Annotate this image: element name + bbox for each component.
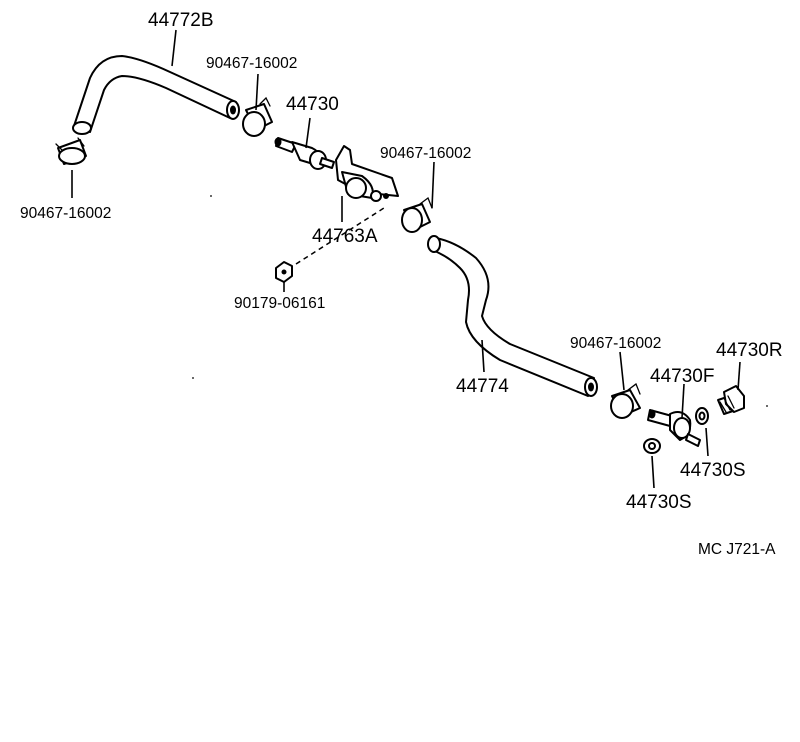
union-fitting-44730f <box>647 409 701 447</box>
label-44763a: 44763A <box>312 226 378 247</box>
label-clamp-left: 90467-16002 <box>20 205 111 222</box>
gasket-right <box>695 407 709 425</box>
label-clamp-lower: 90467-16002 <box>570 335 661 352</box>
clamp-upper <box>242 96 273 137</box>
hose-44772b <box>72 55 240 135</box>
clamp-left <box>55 137 87 165</box>
label-44772b: 44772B <box>148 10 214 31</box>
nut-90179 <box>275 261 293 283</box>
label-90179: 90179-06161 <box>234 295 325 312</box>
valve-44730 <box>274 137 335 170</box>
label-44730f: 44730F <box>650 366 714 387</box>
leader-lines <box>71 29 741 489</box>
label-44730: 44730 <box>286 94 339 115</box>
label-clamp-middle: 90467-16002 <box>380 145 471 162</box>
scan-specks <box>192 195 768 407</box>
union-bolt-44730r <box>717 385 745 415</box>
label-44730s-lower: 44730S <box>626 492 692 513</box>
clamp-middle <box>401 196 433 233</box>
bracket-valve-44763a <box>335 145 399 202</box>
hose-44774 <box>427 235 598 397</box>
label-44774: 44774 <box>456 376 509 397</box>
label-44730r: 44730R <box>716 340 783 361</box>
drawing-code: MC J721-A <box>698 541 776 558</box>
gasket-lower <box>643 438 661 454</box>
label-44730s-right: 44730S <box>680 460 746 481</box>
label-clamp-upper: 90467-16002 <box>206 55 297 72</box>
clamp-lower <box>610 382 641 419</box>
